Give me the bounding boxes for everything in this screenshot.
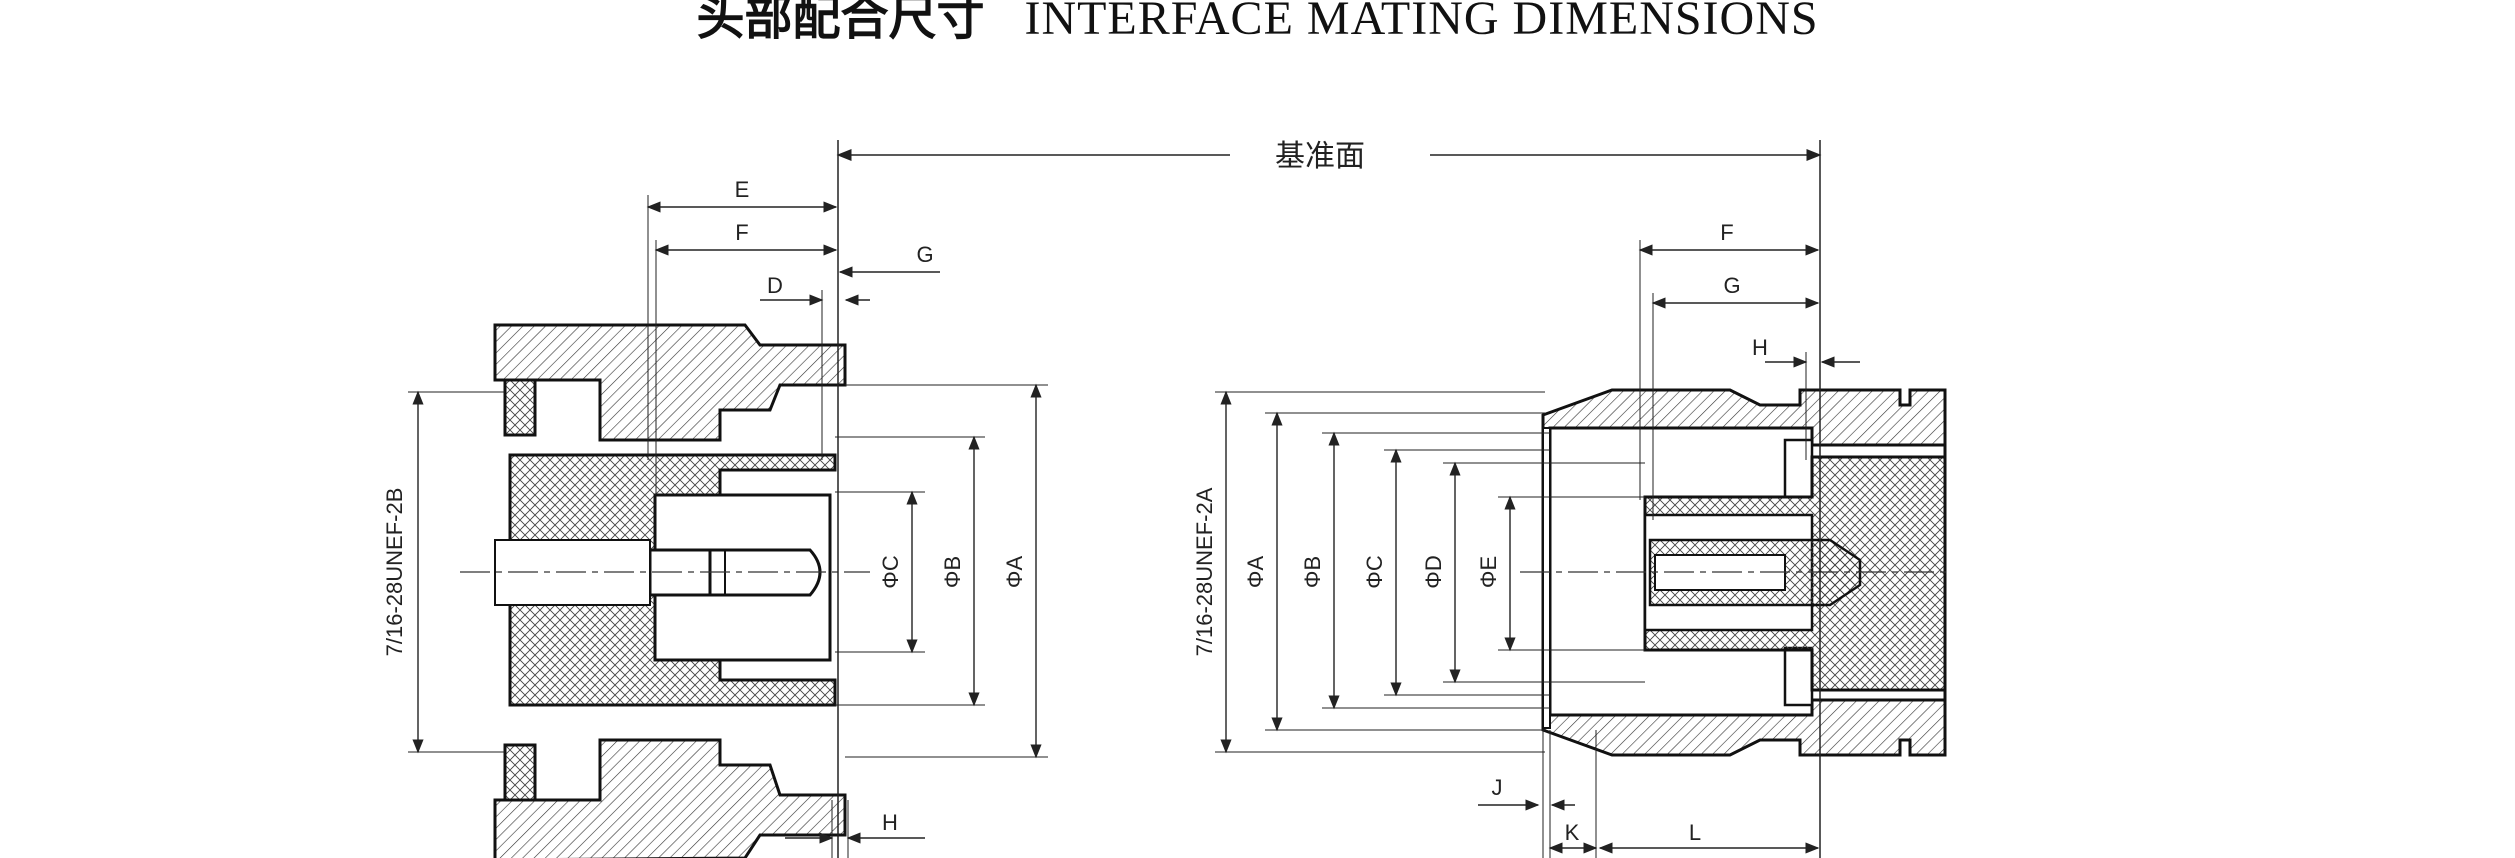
- right-dim-G: G: [1723, 273, 1740, 298]
- left-dim-phiC: ΦC: [878, 555, 903, 589]
- right-dim-H: H: [1752, 335, 1768, 360]
- left-dim-phiA: ΦA: [1002, 556, 1027, 589]
- left-view: E F G D H 7/16-28UNEF-2B ΦC ΦB ΦA: [382, 140, 1048, 858]
- left-thread-label: 7/16-28UNEF-2B: [382, 488, 407, 657]
- right-dim-F: F: [1720, 220, 1733, 245]
- title-english: INTERFACE MATING DIMENSIONS: [1024, 0, 1819, 45]
- right-thread-label: 7/16-28UNEF-2A: [1192, 487, 1217, 656]
- right-dim-J: J: [1492, 775, 1503, 800]
- left-dim-phiB: ΦB: [940, 556, 965, 588]
- right-dim-phiA: ΦA: [1243, 556, 1268, 589]
- page-title: 头部配合尺寸 INTERFACE MATING DIMENSIONS: [0, 0, 2515, 46]
- right-dim-phiC: ΦC: [1362, 555, 1387, 589]
- right-dim-K: K: [1565, 820, 1580, 845]
- right-view: F G H J K L 7/16-28UNEF-2A ΦA ΦB: [1192, 140, 1950, 858]
- left-dim-F: F: [735, 220, 748, 245]
- reference-plane-label: 基准面: [1275, 139, 1365, 174]
- left-dim-D: D: [767, 273, 783, 298]
- left-dim-G: G: [916, 242, 933, 267]
- reference-plane: 基准面: [836, 139, 1822, 174]
- right-dim-phiB: ΦB: [1300, 556, 1325, 588]
- left-dim-E: E: [735, 177, 750, 202]
- left-dim-H: H: [882, 810, 898, 835]
- right-dim-phiD: ΦD: [1421, 555, 1446, 588]
- right-dim-L: L: [1689, 820, 1701, 845]
- title-chinese: 头部配合尺寸: [696, 0, 985, 46]
- right-dim-phiE: ΦE: [1476, 556, 1501, 588]
